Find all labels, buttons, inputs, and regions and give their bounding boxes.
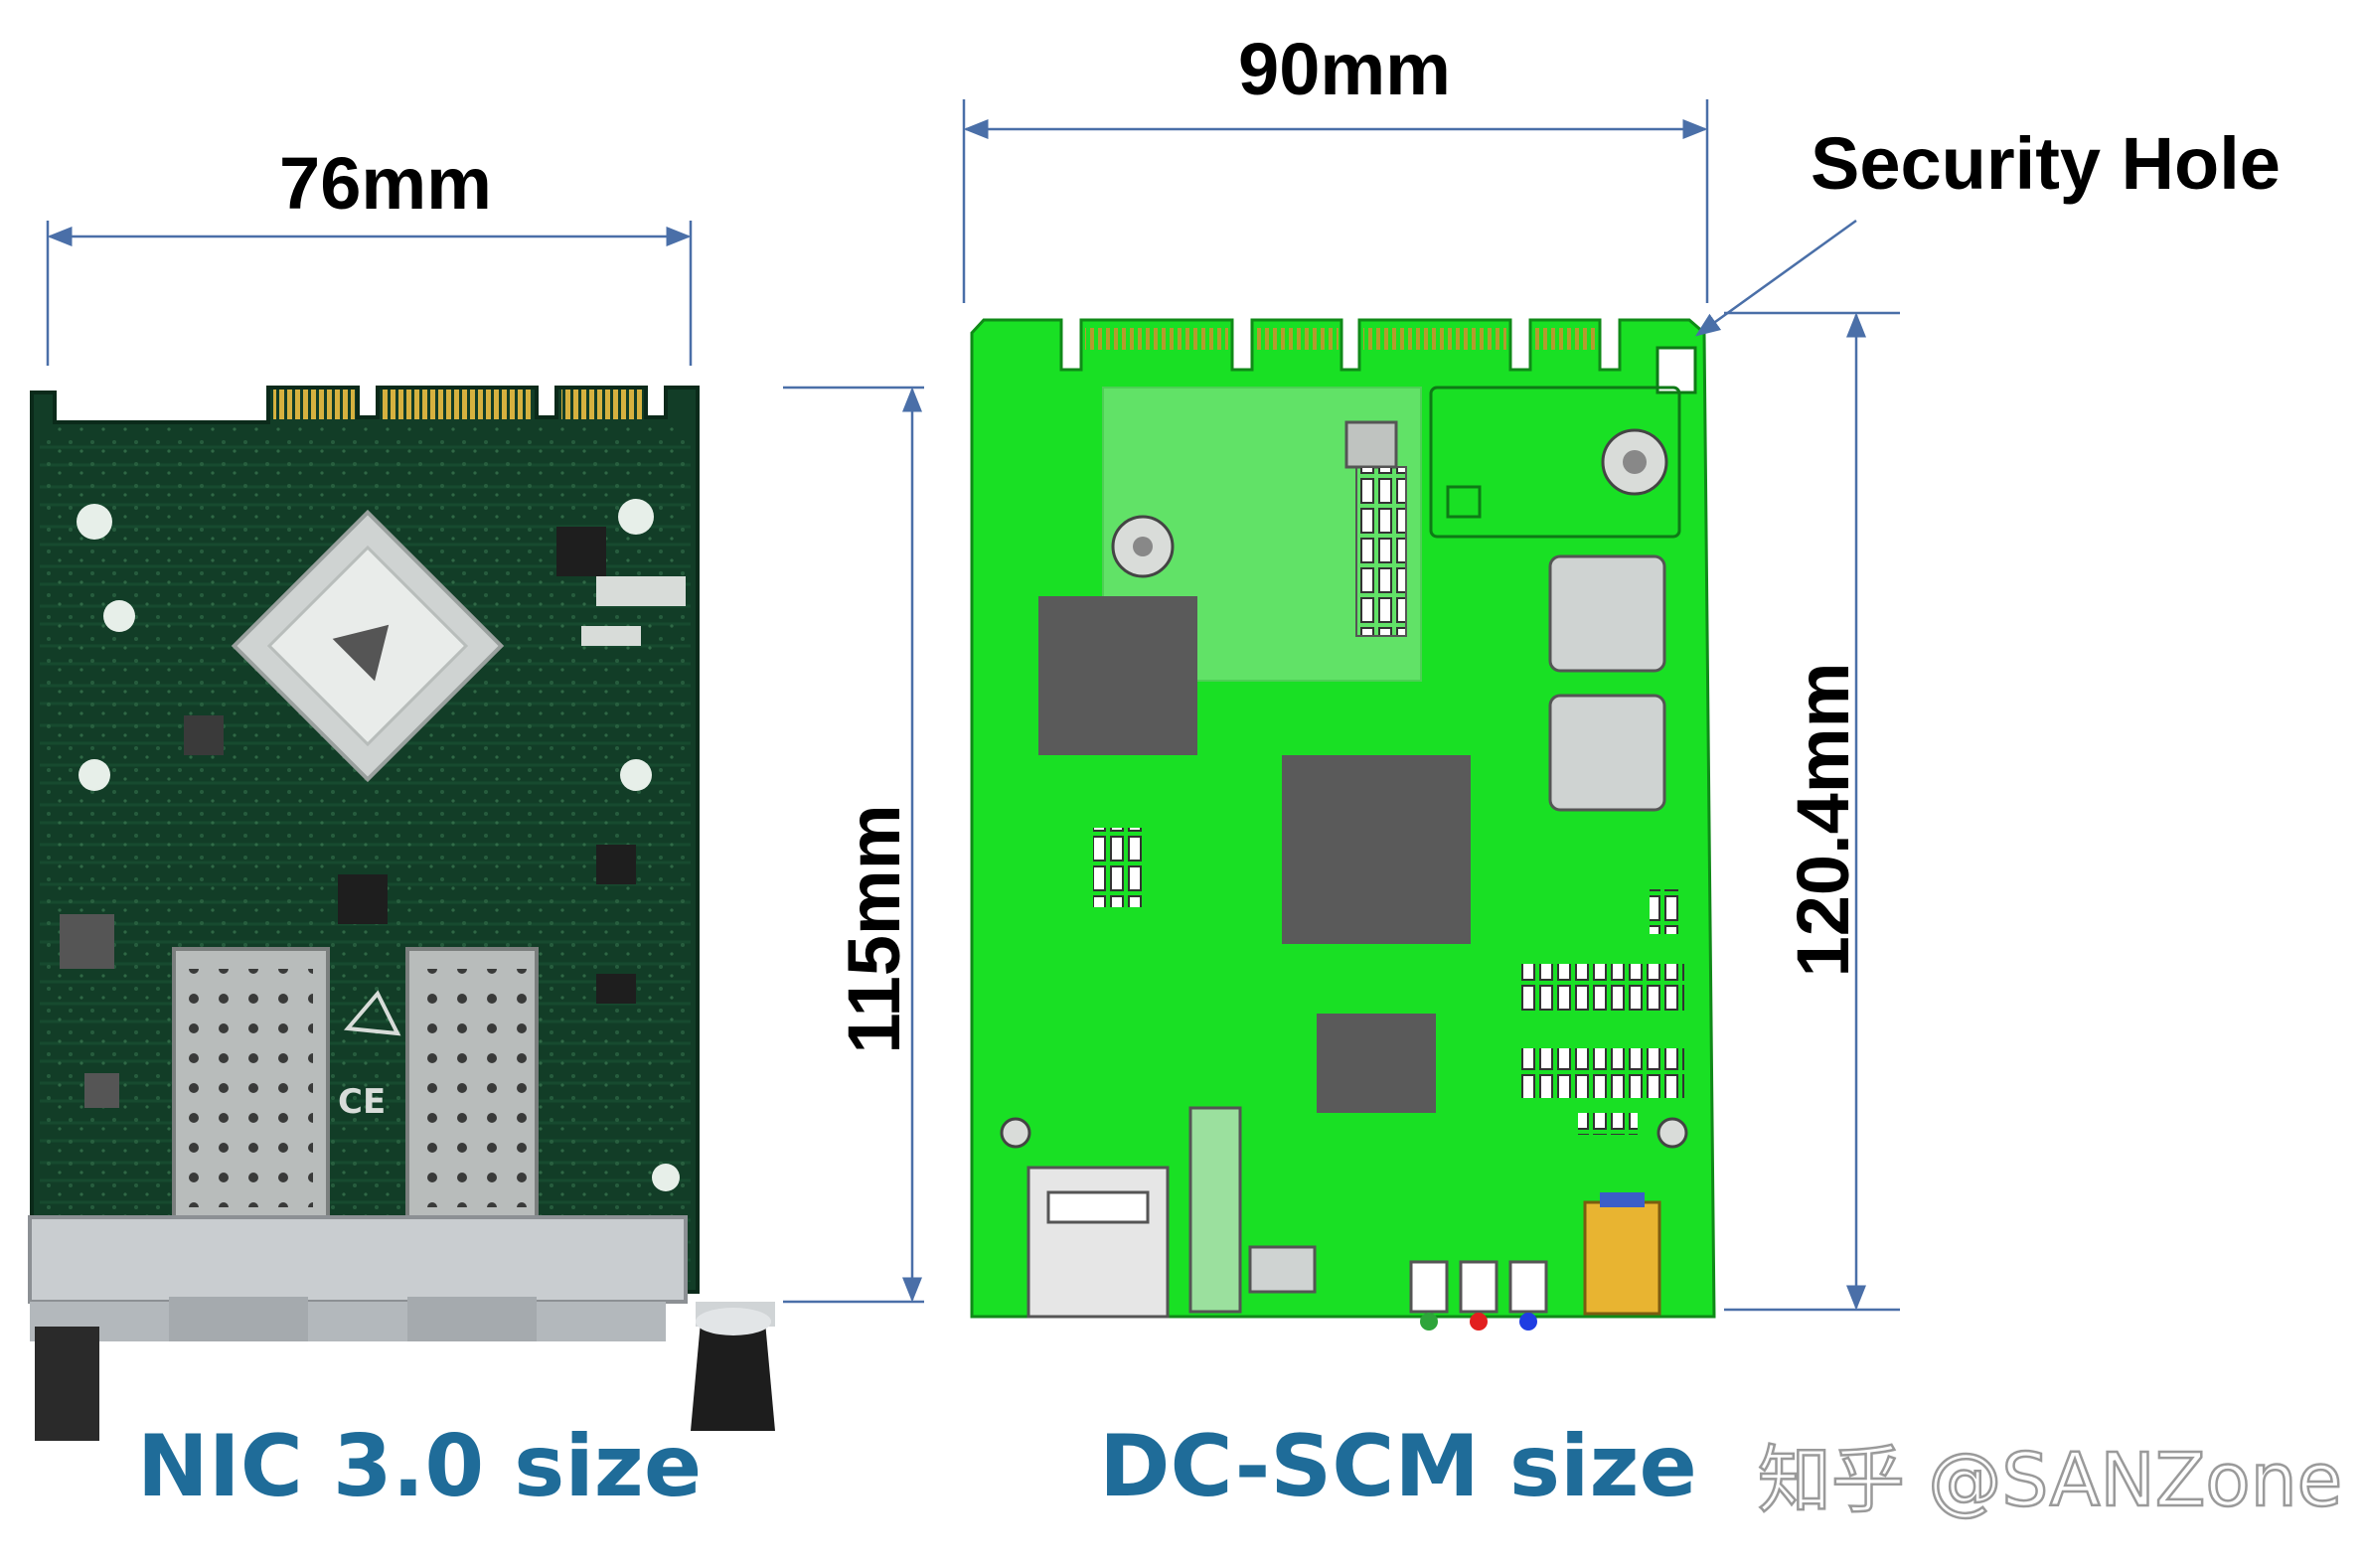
nic-width-label: 76mm: [279, 142, 492, 225]
dcscm-width-label: 90mm: [1238, 28, 1451, 110]
nic-height-label: 115mm: [833, 805, 915, 1054]
recycle-mark-icon: [343, 990, 401, 1036]
dcscm-sata-connector: [1026, 1166, 1170, 1319]
security-hole-callout: Security Hole: [1694, 122, 2281, 337]
nic-card: CE: [28, 386, 775, 1441]
dcscm-height-dimension: 120.4mm: [1724, 311, 1900, 1312]
ce-mark-icon: CE: [338, 1082, 386, 1122]
watermark-text: 知乎 @SANZone: [1758, 1438, 2342, 1523]
nic-sfp-cage-left: [172, 947, 330, 1229]
dcscm-chip-bottom: [1317, 1014, 1436, 1113]
dcscm-chip-left: [1038, 596, 1197, 755]
nic-sfp-cage-right: [405, 947, 539, 1229]
nic-bracket: [28, 1215, 688, 1304]
nic-width-dimension: 76mm: [46, 142, 693, 366]
dcscm-chip-main: [1282, 755, 1471, 944]
dcscm-status-leds: [1409, 1260, 1548, 1331]
nic-edge-connector: [273, 390, 355, 419]
security-hole: [1656, 346, 1697, 394]
dcscm-caption: DC-SCM size: [1099, 1417, 1697, 1516]
dcscm-width-dimension: 90mm: [962, 28, 1709, 303]
mellanox-chip-icon: [231, 509, 505, 783]
dcscm-hf-connector: [1188, 1106, 1242, 1314]
security-hole-label: Security Hole: [1811, 122, 2281, 205]
dcscm-height-label: 120.4mm: [1782, 663, 1864, 978]
dcscm-usb-connector: [1583, 1200, 1661, 1316]
dcscm-card: [970, 318, 1716, 1331]
dcscm-edge-connector: [1085, 328, 1228, 350]
nic-caption: NIC 3.0 size: [137, 1417, 702, 1516]
nic-height-dimension: 115mm: [783, 386, 924, 1304]
